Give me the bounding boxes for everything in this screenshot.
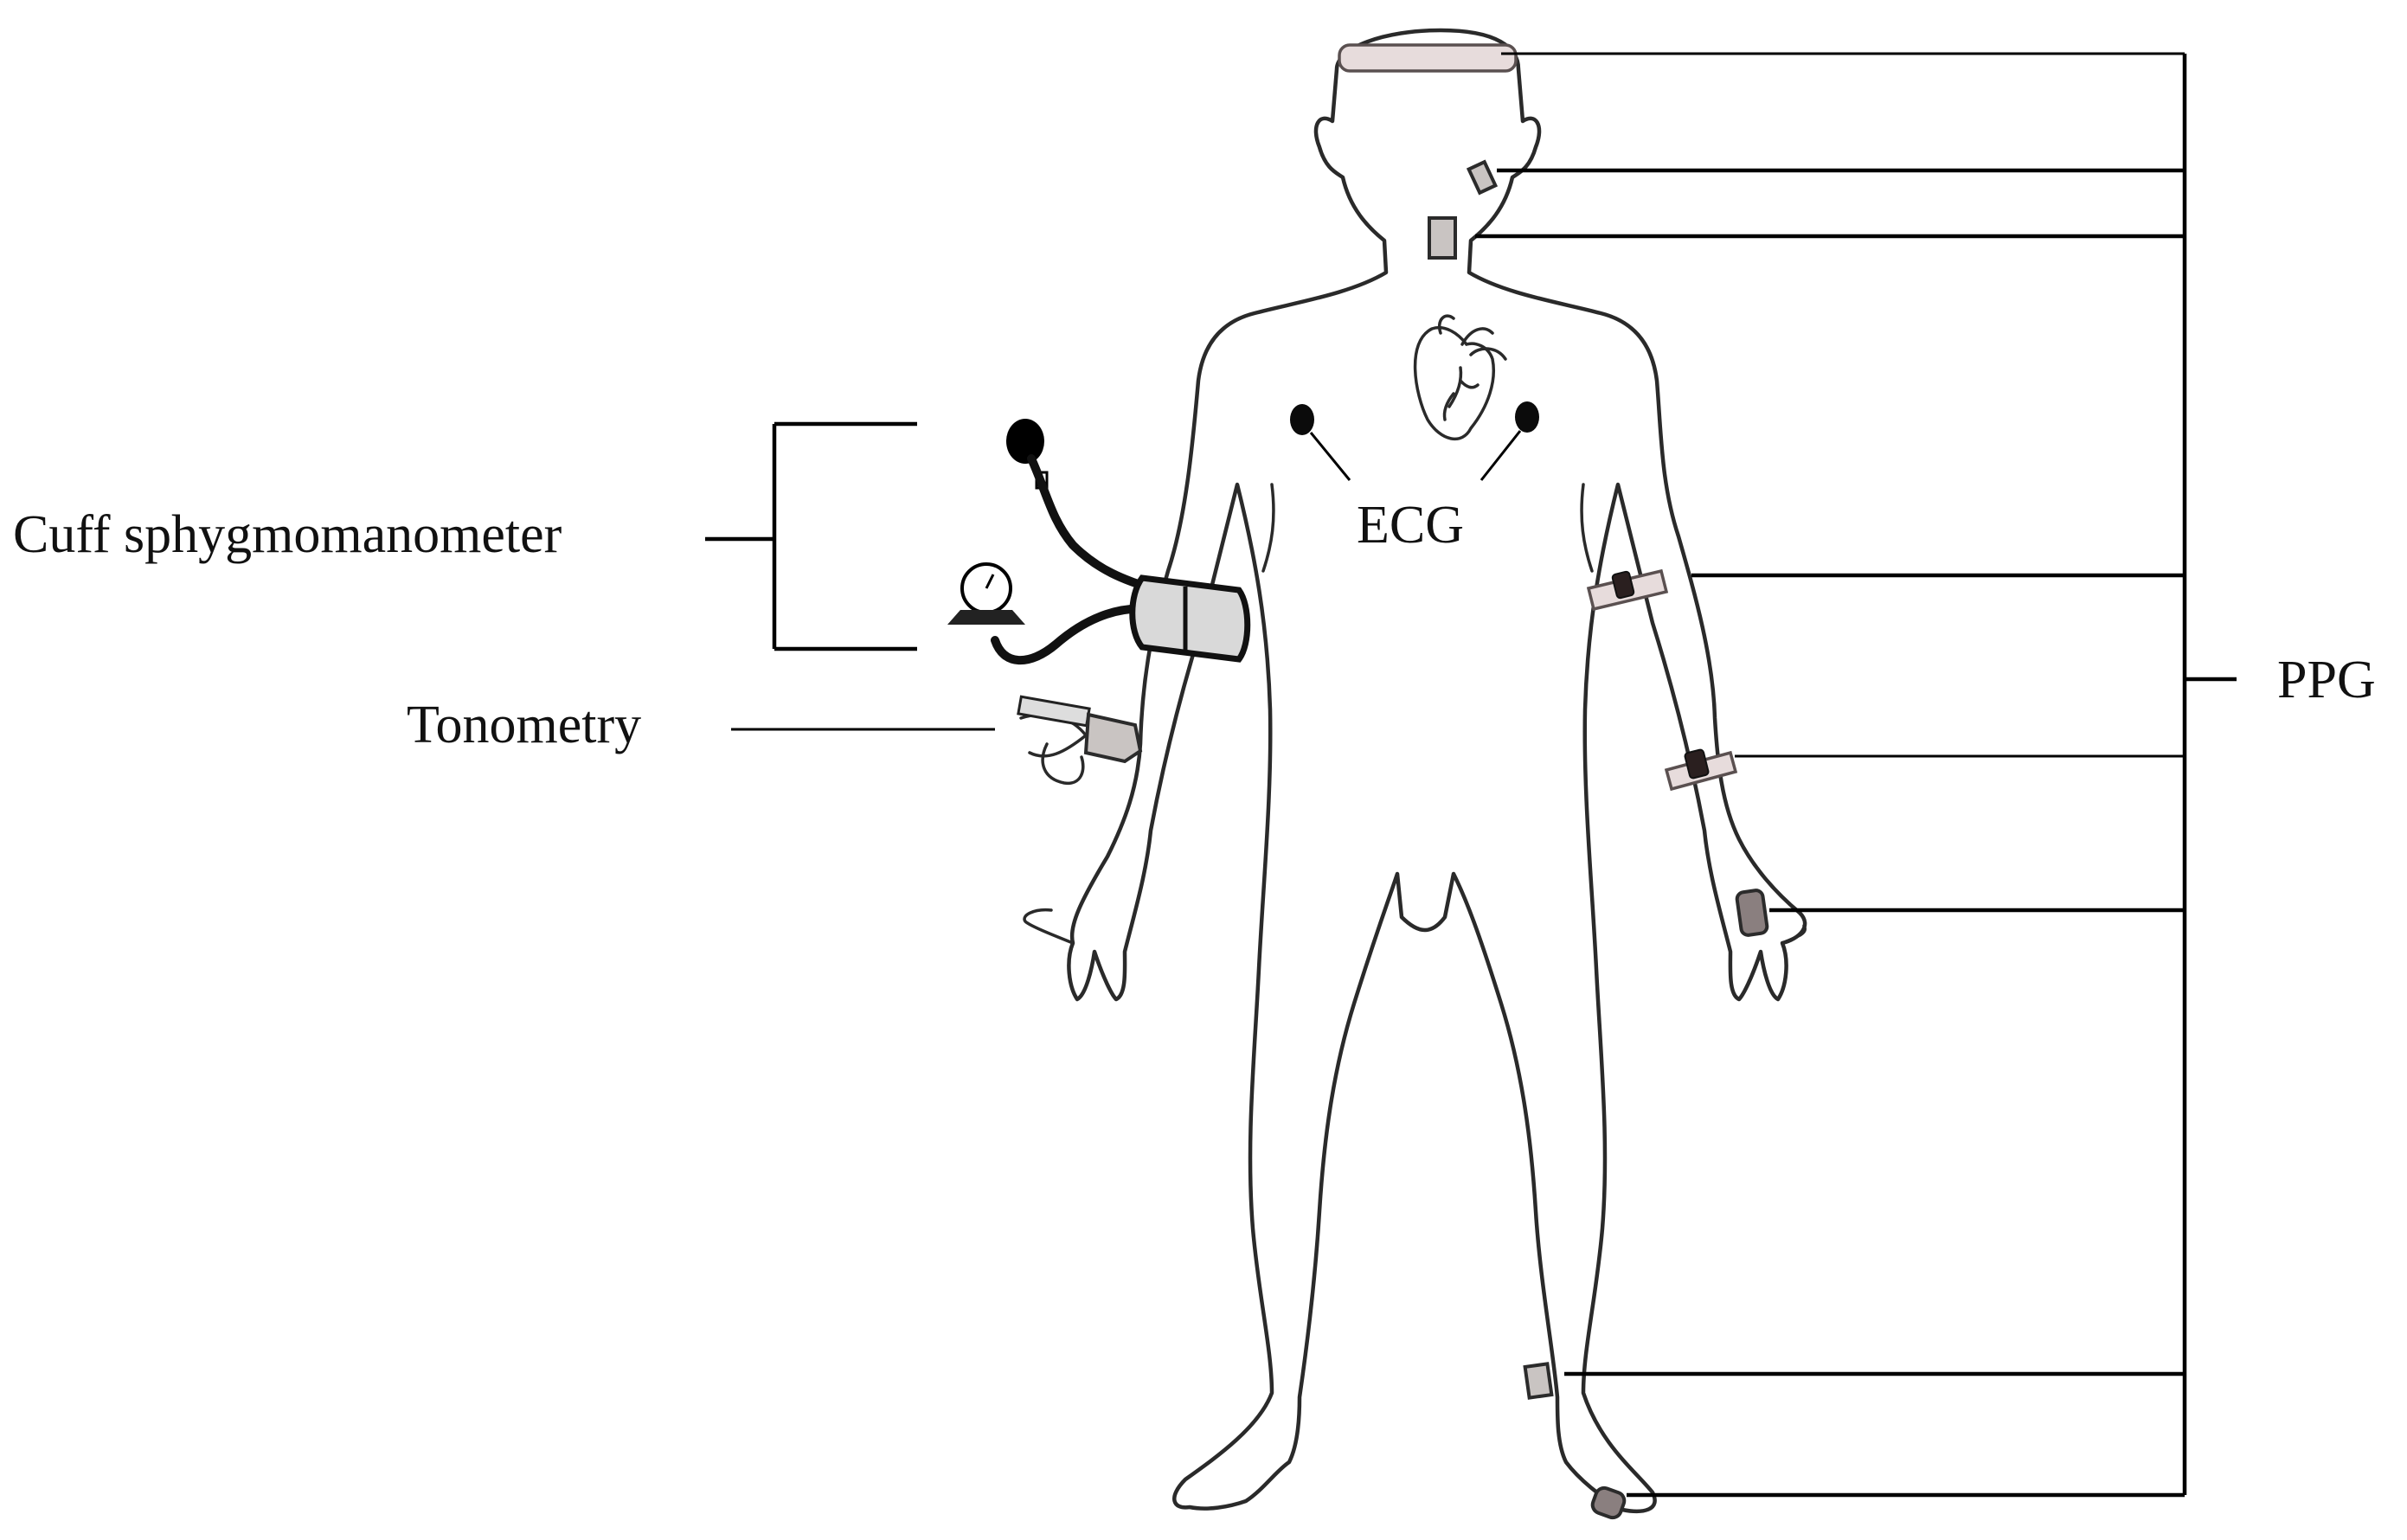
neck-ppg-sensor <box>1428 216 1457 260</box>
cuff-sphygmomanometer-label: Cuff sphygmomanometer <box>13 505 562 564</box>
cuff-icon <box>1129 574 1251 663</box>
human-body-outline <box>1023 28 1807 1514</box>
finger-ppg-sensor <box>1735 889 1769 937</box>
leader-lines <box>705 52 2237 1498</box>
ppg-label: PPG <box>2277 651 2376 709</box>
ecg-electrode-left <box>1290 404 1314 435</box>
inflation-bulb-icon <box>1006 419 1044 464</box>
tonometry-label: Tonometry <box>407 696 641 754</box>
cuff-sphygmomanometer-device <box>947 419 1251 665</box>
ankle-ppg-sensor <box>1523 1362 1554 1400</box>
wrist-ppg-band <box>1664 748 1738 792</box>
heart-icon <box>1413 314 1507 441</box>
upper-arm-ppg-band <box>1586 568 1669 612</box>
tonometry-device <box>1017 695 1143 785</box>
ecg-electrodes <box>1290 401 1539 481</box>
ecg-electrode-right <box>1515 401 1539 433</box>
ecg-label: ECG <box>1357 496 1464 555</box>
toe-ppg-sensor <box>1590 1485 1627 1520</box>
pressure-gauge-icon <box>947 562 1025 625</box>
tonometer-probe-icon <box>1083 712 1143 764</box>
ppg-sensors <box>1428 159 1769 1520</box>
forehead-ppg-band <box>1338 43 1518 73</box>
ear-ppg-sensor <box>1466 159 1499 196</box>
